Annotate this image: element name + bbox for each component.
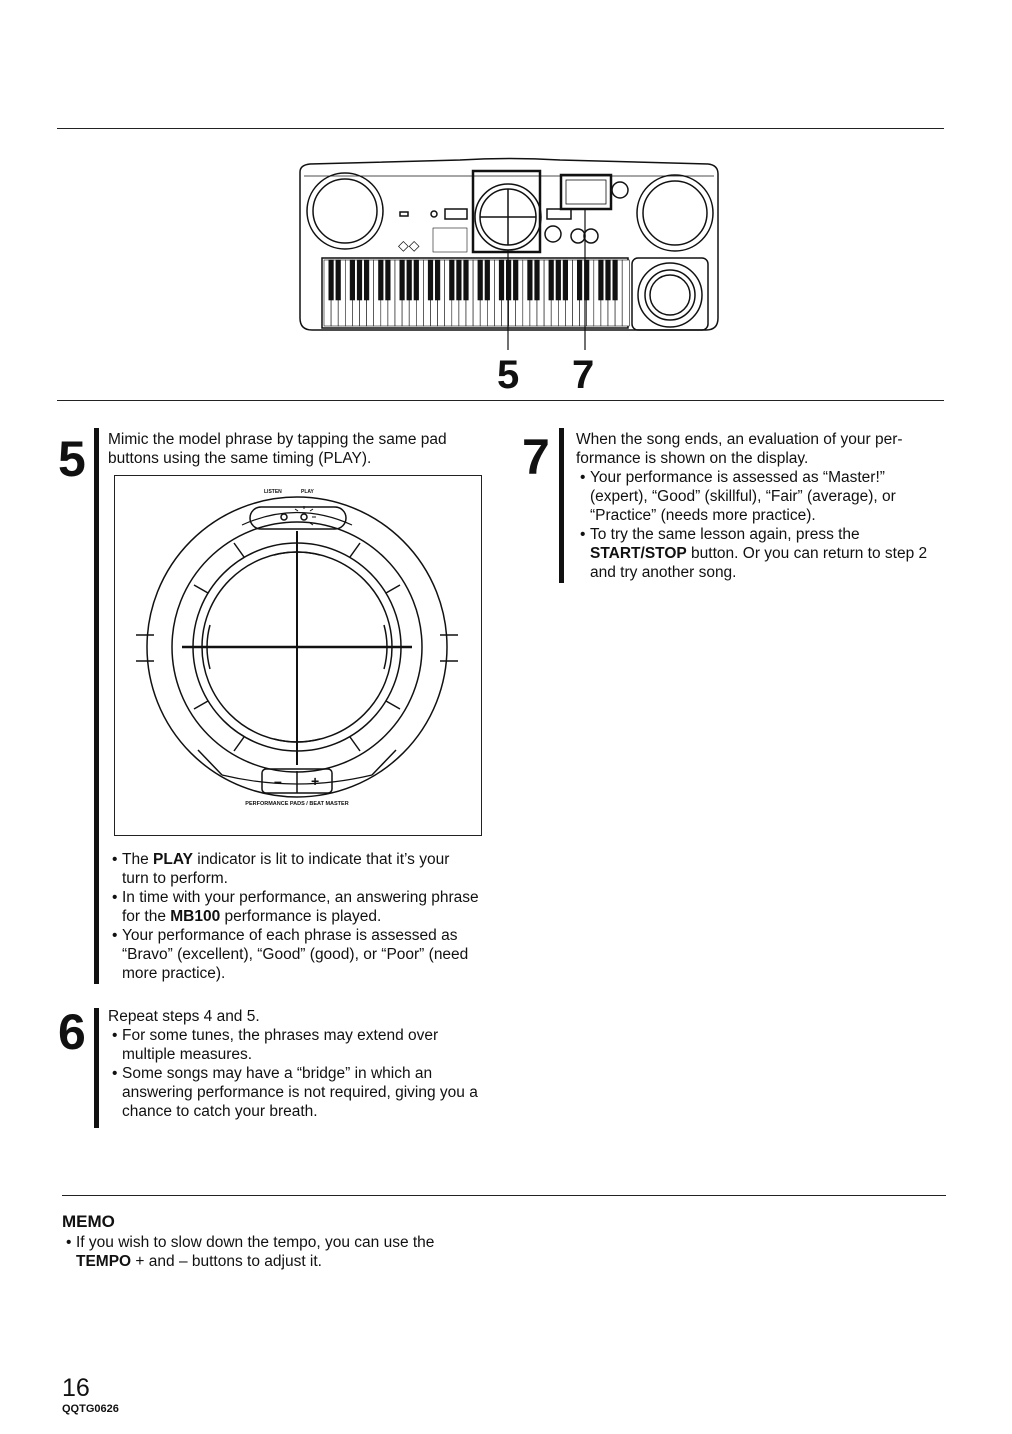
step-6-bullet-1: For some tunes, the phrases may extend o… [108,1026,480,1064]
step-6-intro: Repeat steps 4 and 5. [108,1008,260,1025]
play-label: PLAY [301,489,315,495]
step-number-5: 5 [58,431,86,487]
step-6-text: Repeat steps 4 and 5. For some tunes, th… [108,1007,480,1121]
step-number-7: 7 [522,429,550,485]
svg-text:◇◇: ◇◇ [398,238,420,254]
step-5-bullet-3: Your performance of each phrase is asses… [108,926,480,983]
step-5-bullets: The PLAY indicator is lit to indicate th… [108,850,480,983]
step-7-bullet-1: Your performance is assessed as “Master!… [576,468,946,525]
performance-pads-figure [114,475,482,836]
step-bar-5 [94,428,99,984]
memo-rule [62,1195,946,1196]
memo-bullet-1: If you wish to slow down the tempo, you … [62,1233,492,1271]
step-5-intro: Mimic the model phrase by tapping the sa… [108,431,447,467]
top-rule [57,128,944,129]
step-5-bullet-2: In time with your performance, an answer… [108,888,480,926]
callout-7: 7 [572,353,595,397]
memo-text: If you wish to slow down the tempo, you … [62,1233,492,1271]
page-number: 16 [62,1374,90,1402]
step-6-bullet-2: Some songs may have a “bridge” in which … [108,1064,480,1121]
plus-label: + [311,773,319,789]
step-bar-7 [559,428,564,583]
figure-caption: PERFORMANCE PADS / BEAT MASTER [245,801,348,807]
section-rule [57,400,944,401]
callout-5: 5 [497,353,520,397]
step-7-line-1: When the song ends, an evaluation of you… [576,431,903,448]
step-7-bullet-2: To try the same lesson again, press the … [576,525,946,582]
step-bar-6 [94,1008,99,1128]
minus-label: – [274,773,282,789]
step-5-bullet-1: The PLAY indicator is lit to indicate th… [108,850,480,888]
memo-title: MEMO [62,1212,115,1231]
listen-label: LISTEN [264,489,282,495]
keyboard-illustration: ◇◇ [299,157,719,350]
step-7-text: When the song ends, an evaluation of you… [576,430,946,582]
step-7-line-2: formance is shown on the display. [576,450,809,467]
document-code: QQTG0626 [62,1403,119,1415]
performance-pads-drawing: LISTEN PLAY – + PERFORMANCE PADS / BEAT … [136,489,458,807]
step-number-6: 6 [58,1004,86,1060]
